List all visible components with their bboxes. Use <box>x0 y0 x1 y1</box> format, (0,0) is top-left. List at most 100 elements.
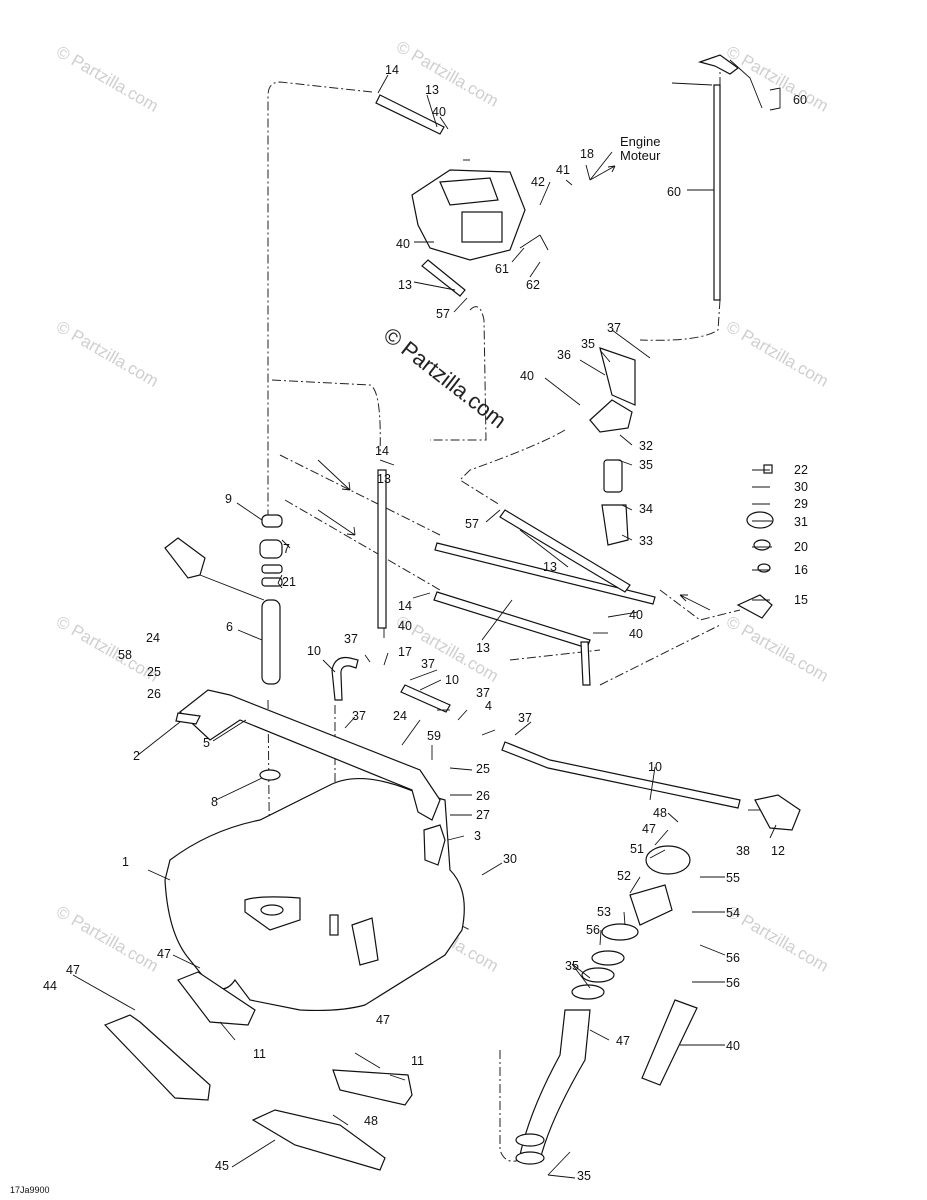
callout-label: 61 <box>495 262 509 276</box>
callout-label: 53 <box>597 905 611 919</box>
callout-label: 44 <box>43 979 57 993</box>
callout-label: 26 <box>476 789 490 803</box>
callout-label: 45 <box>215 1159 229 1173</box>
callout-label: 21 <box>282 575 296 589</box>
callout-label: 13 <box>425 83 439 97</box>
callout-label: 47 <box>642 822 656 836</box>
callout-label: 31 <box>794 515 808 529</box>
callout-label: 37 <box>518 711 532 725</box>
watermark-tile: © Partzilla.com <box>53 42 162 116</box>
main-watermark: © Partzilla.com <box>379 322 511 433</box>
outlet-fittings <box>736 594 801 831</box>
callout-label: 30 <box>503 852 517 866</box>
callout-label: 37 <box>421 657 435 671</box>
callout-label: 18 <box>580 147 594 161</box>
callout-label: 37 <box>476 686 490 700</box>
callout-label: 56 <box>726 976 740 990</box>
callout-label: 10 <box>445 673 459 687</box>
callout-label: 47 <box>66 963 80 977</box>
filler-neck-assembly <box>515 845 698 1165</box>
callout-label: 37 <box>607 321 621 335</box>
callout-label: 27 <box>476 808 490 822</box>
callout-label: 36 <box>557 348 571 362</box>
callout-label: 47 <box>157 947 171 961</box>
callout-label: 41 <box>556 163 570 177</box>
callout-label: 60 <box>793 93 807 107</box>
callout-label: 16 <box>794 563 808 577</box>
callout-labels: 14 13 40 Engine Moteur 18 41 42 40 61 62… <box>10 63 808 1195</box>
callout-label: 10 <box>648 760 662 774</box>
callout-label: 13 <box>377 472 391 486</box>
callout-label: 13 <box>476 641 490 655</box>
fuel-hoses <box>375 94 656 686</box>
watermark-tile: © Partzilla.com <box>53 317 162 391</box>
callout-label: 51 <box>630 842 644 856</box>
callout-label: 56 <box>726 951 740 965</box>
callout-label: 13 <box>543 560 557 574</box>
callout-label: 55 <box>726 871 740 885</box>
watermark-tile: © Partzilla.com <box>393 37 502 111</box>
callout-label: 11 <box>411 1054 424 1068</box>
fuel-filter <box>589 347 636 546</box>
callout-label: 47 <box>376 1013 390 1027</box>
fuel-pickup-assembly <box>259 514 283 781</box>
callout-label: 30 <box>794 480 808 494</box>
engine-label-fr: Moteur <box>620 148 661 163</box>
callout-label: 38 <box>736 844 750 858</box>
watermark-tile: © Partzilla.com <box>723 317 832 391</box>
callout-label: 10 <box>307 644 321 658</box>
callout-label: 40 <box>520 369 534 383</box>
flow-arrows <box>317 459 711 611</box>
callout-label: 13 <box>398 278 412 292</box>
callout-label: 24 <box>146 631 160 645</box>
leader-lines <box>72 59 781 1179</box>
callout-label: 57 <box>465 517 479 531</box>
callout-label: 32 <box>639 439 653 453</box>
figure-code: 17Ja9900 <box>10 1185 50 1195</box>
callout-label: 26 <box>147 687 161 701</box>
dipstick <box>697 54 740 301</box>
callout-label: 3 <box>474 829 481 843</box>
callout-label: 1 <box>122 855 129 869</box>
callout-label: 35 <box>581 337 595 351</box>
callout-label: 4 <box>485 699 492 713</box>
callout-label: 17 <box>398 645 412 659</box>
fuel-tank <box>164 778 465 1012</box>
callout-label: 9 <box>225 492 232 506</box>
watermark-tile: © Partzilla.com <box>53 612 162 686</box>
callout-label: 58 <box>118 648 132 662</box>
callout-label: 60 <box>667 185 681 199</box>
tank-strap-bracket <box>175 689 446 866</box>
callout-label: 14 <box>398 599 412 613</box>
callout-label: 29 <box>794 497 808 511</box>
callout-label: 35 <box>577 1169 591 1183</box>
callout-label: 52 <box>617 869 631 883</box>
callout-label: 11 <box>253 1047 266 1061</box>
callout-label: 33 <box>639 534 653 548</box>
engine-label-en: Engine <box>620 134 660 149</box>
callout-label: 24 <box>393 709 407 723</box>
carburetor <box>411 169 526 261</box>
callout-label: 6 <box>226 620 233 634</box>
callout-label: 12 <box>771 844 785 858</box>
callout-label: 20 <box>794 540 808 554</box>
callout-label: 25 <box>147 665 161 679</box>
callout-label: 54 <box>726 906 740 920</box>
callout-label: 25 <box>476 762 490 776</box>
watermark-tile: © Partzilla.com <box>723 42 832 116</box>
callout-label: 7 <box>283 542 290 556</box>
callout-label: 42 <box>531 175 545 189</box>
callout-label: 14 <box>385 63 399 77</box>
callout-label: 40 <box>629 627 643 641</box>
vent-hoses <box>331 656 741 809</box>
callout-label: 40 <box>726 1039 740 1053</box>
callout-label: 57 <box>436 307 450 321</box>
callout-label: 35 <box>639 458 653 472</box>
callout-label: 35 <box>565 959 579 973</box>
callout-label: 56 <box>586 923 600 937</box>
callout-label: 48 <box>653 806 667 820</box>
vent-cap <box>746 464 774 573</box>
callout-label: 37 <box>352 709 366 723</box>
callout-label: 5 <box>203 736 210 750</box>
